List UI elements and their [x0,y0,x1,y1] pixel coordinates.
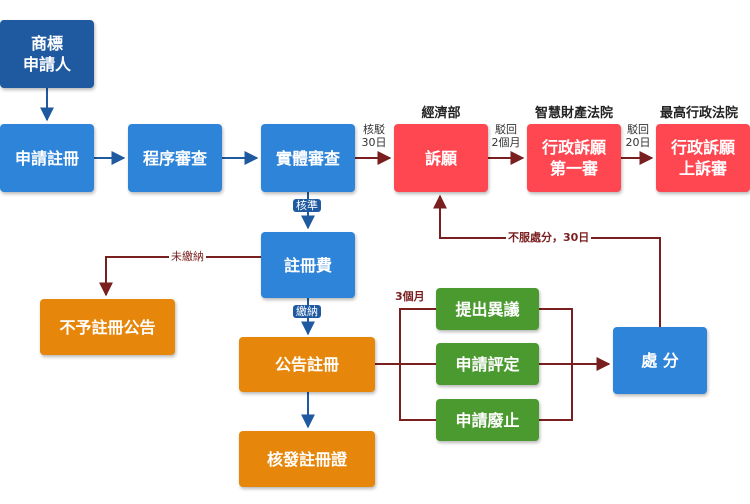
note-rejection-30-days: 核駁 30日 [361,123,387,149]
node-substantive-review: 實體審查 [261,124,355,192]
tag-paid: 繳納 [293,305,321,318]
edge-fee-nopublish [99,256,261,297]
node-admin-first-label: 行政訴願 第一審 [541,138,606,178]
node-opposition: 提出異議 [436,288,539,330]
node-certificate-label: 核發註冊證 [266,449,347,469]
node-fee-label: 註冊費 [283,255,332,275]
node-apply-registration: 申請註冊 [0,124,94,192]
node-registration-publication: 公告註冊 [239,337,375,392]
node-issue-certificate: 核發註冊證 [239,431,375,487]
node-invalidation-label: 申請評定 [455,354,520,374]
node-substantive-label: 實體審查 [275,148,340,168]
node-no-publish-label: 不予註冊公告 [59,317,156,337]
node-applicant-label: 商標 申請人 [22,34,71,74]
node-opposition-label: 提出異議 [455,299,520,319]
note-rejection-2-months: 駁回 2個月 [491,123,521,149]
node-disposition: 處 分 [613,327,707,394]
node-invalidation: 申請評定 [436,343,539,385]
node-appeal: 訴願 [394,124,488,192]
node-procedural-review: 程序審查 [128,124,222,192]
node-admin-appeal-label: 行政訴願 上訴審 [670,138,735,178]
node-cancellation: 申請廢止 [436,399,539,441]
node-publish-label: 公告註冊 [274,355,339,374]
tag-unpaid: 未繳納 [169,250,206,263]
node-apply-label: 申請註冊 [14,148,79,168]
tag-three-months: 3個月 [393,290,427,303]
node-cancellation-label: 申請廢止 [455,410,520,430]
node-appeal-label: 訴願 [424,148,457,168]
node-admin-appeal-instance: 行政訴願 上訴審 [656,124,750,192]
node-admin-first-instance: 行政訴願 第一審 [527,124,621,192]
node-registration-fee: 註冊費 [261,232,355,298]
tag-approved: 核準 [293,199,321,212]
note-rejection-20-days: 駁回 20日 [625,123,651,149]
node-applicant: 商標 申請人 [0,20,94,88]
header-ip-court: 智慧財產法院 [534,106,613,121]
tag-dissatisfied-30-days: 不服處分，30日 [506,231,592,244]
header-supreme-court: 最高行政法院 [659,106,738,121]
node-procedural-label: 程序審查 [142,148,207,168]
node-disposition-label: 處 分 [641,351,679,370]
header-moea: 經濟部 [421,106,461,121]
node-no-publication: 不予註冊公告 [40,299,175,355]
